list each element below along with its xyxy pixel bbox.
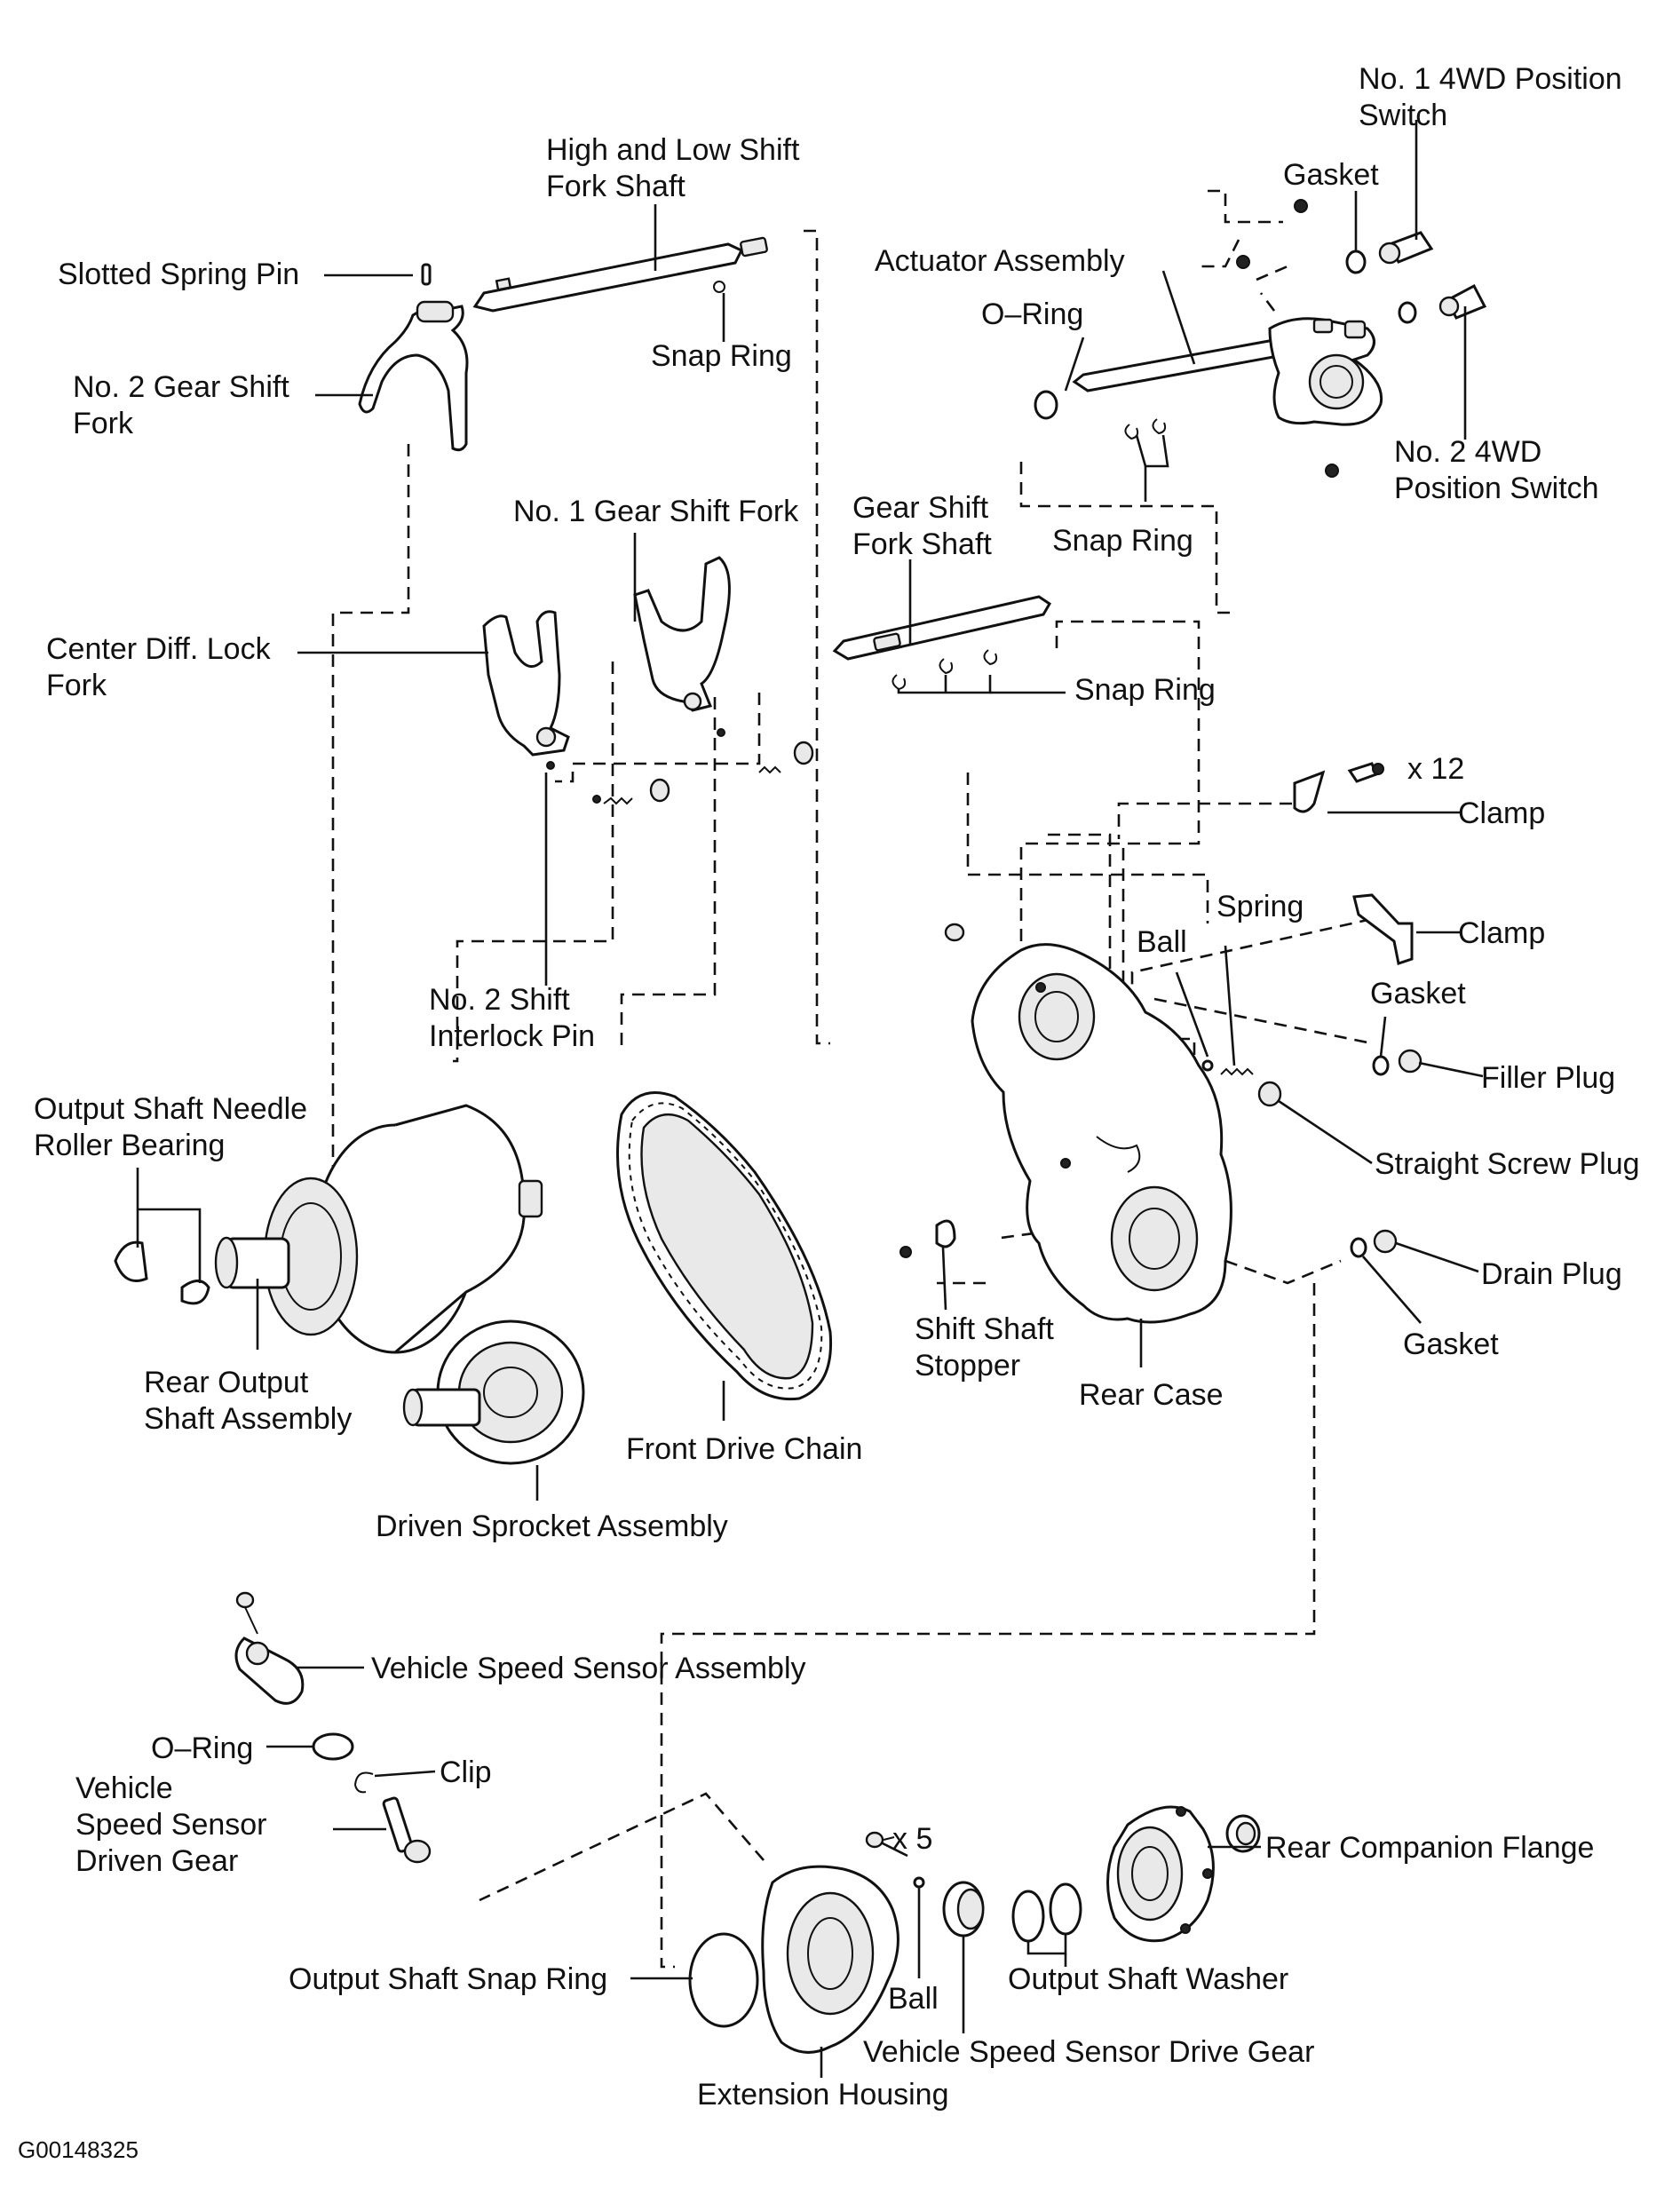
ball-extension-housing bbox=[913, 1876, 925, 1889]
label-filler-plug: Filler Plug bbox=[1481, 1061, 1615, 1095]
label-actuator: Actuator Assembly bbox=[875, 244, 1125, 278]
no2-4wd-position-switch bbox=[1398, 283, 1487, 324]
label-needle-bearing-l2: Roller Bearing bbox=[34, 1129, 225, 1162]
label-snap-ring-2: Snap Ring bbox=[1052, 524, 1193, 558]
front-drive-chain bbox=[616, 1091, 833, 1401]
label-x12: x 12 bbox=[1407, 752, 1464, 786]
o-ring-actuator bbox=[1034, 390, 1058, 420]
vss-drive-gear bbox=[942, 1881, 985, 1937]
label-clamp-1: Clamp bbox=[1458, 796, 1545, 830]
rear-output-shaft-assembly bbox=[214, 1104, 543, 1354]
label-rear-output-l2: Shaft Assembly bbox=[144, 1402, 352, 1436]
label-gasket-2: Gasket bbox=[1370, 977, 1466, 1010]
label-center-diff-l2: Fork bbox=[46, 669, 107, 702]
label-shift-stopper-l2: Stopper bbox=[915, 1349, 1020, 1383]
label-no1-4wd-switch-l2: Switch bbox=[1359, 99, 1447, 132]
label-front-chain: Front Drive Chain bbox=[626, 1432, 862, 1466]
filler-plug bbox=[1372, 1049, 1422, 1076]
bolts-actuator bbox=[1236, 199, 1339, 478]
label-vss-driven-l1: Vehicle bbox=[75, 1771, 173, 1805]
output-shaft-needle-roller-bearing bbox=[114, 1240, 210, 1305]
label-no2-interlock-l1: No. 2 Shift bbox=[429, 983, 570, 1017]
drain-plug bbox=[1350, 1229, 1398, 1258]
label-straight-screw: Straight Screw Plug bbox=[1375, 1147, 1640, 1181]
rear-companion-flange bbox=[1106, 1805, 1261, 1943]
label-high-low-shaft-l1: High and Low Shift bbox=[546, 133, 800, 167]
shift-shaft-stopper bbox=[899, 1219, 956, 1258]
ball-rear-case bbox=[1201, 1059, 1214, 1072]
label-gasket-top: Gasket bbox=[1283, 158, 1379, 192]
label-gasket-3: Gasket bbox=[1403, 1327, 1499, 1361]
label-vss-drive: Vehicle Speed Sensor Drive Gear bbox=[863, 2035, 1314, 2069]
output-shaft-snap-ring bbox=[688, 1932, 759, 2028]
no1-4wd-position-switch bbox=[1378, 231, 1434, 265]
label-snap-ring-1: Snap Ring bbox=[651, 339, 792, 373]
label-high-low-shaft-l2: Fork Shaft bbox=[546, 170, 685, 203]
bolts-extension-housing bbox=[865, 1831, 895, 1849]
label-x5: x 5 bbox=[892, 1822, 932, 1856]
label-ball-2: Ball bbox=[888, 1982, 939, 2016]
snap-rings-actuator bbox=[1124, 418, 1167, 440]
actuator-assembly bbox=[1072, 317, 1383, 426]
label-extension: Extension Housing bbox=[697, 2078, 949, 2112]
clamp-lower bbox=[1352, 893, 1414, 965]
no1-gear-shift-fork bbox=[633, 556, 731, 712]
spring-rear-case bbox=[1220, 1067, 1254, 1076]
label-no2-4wd-switch-l1: No. 2 4WD bbox=[1394, 435, 1541, 469]
label-vss-assembly: Vehicle Speed Sensor Assembly bbox=[371, 1652, 806, 1685]
label-oring-top: O–Ring bbox=[981, 297, 1083, 331]
label-drain-plug: Drain Plug bbox=[1481, 1257, 1622, 1291]
driven-sprocket-assembly bbox=[402, 1319, 585, 1465]
slotted-spring-pin bbox=[421, 263, 432, 286]
interlock-pins-springs bbox=[546, 728, 814, 805]
vss-driven-gear bbox=[382, 1796, 432, 1864]
label-no2-fork-l2: Fork bbox=[73, 407, 134, 440]
o-ring-vss bbox=[312, 1732, 354, 1761]
label-clamp-2: Clamp bbox=[1458, 916, 1545, 950]
label-no1-fork: No. 1 Gear Shift Fork bbox=[513, 495, 799, 528]
label-no2-interlock-l2: Interlock Pin bbox=[429, 1019, 595, 1053]
clip-vss bbox=[353, 1771, 374, 1794]
label-needle-bearing-l1: Output Shaft Needle bbox=[34, 1092, 307, 1126]
label-slotted-pin: Slotted Spring Pin bbox=[58, 258, 299, 291]
label-rear-flange: Rear Companion Flange bbox=[1265, 1831, 1594, 1865]
vehicle-speed-sensor-assembly bbox=[234, 1591, 305, 1705]
part-labels: No. 1 4WD Position Switch High and Low S… bbox=[18, 62, 1640, 2163]
label-clip: Clip bbox=[440, 1755, 492, 1789]
label-no1-4wd-switch-l1: No. 1 4WD Position bbox=[1359, 62, 1622, 96]
output-shaft-washers bbox=[1011, 1882, 1082, 1943]
label-spring: Spring bbox=[1216, 890, 1304, 923]
nut-rear-case bbox=[944, 923, 965, 942]
label-center-diff-l1: Center Diff. Lock bbox=[46, 632, 272, 666]
straight-screw-plug bbox=[1257, 1081, 1282, 1107]
label-oring-bottom: O–Ring bbox=[151, 1731, 253, 1765]
extension-housing bbox=[761, 1865, 899, 2054]
clamp-upper bbox=[1293, 762, 1384, 813]
label-no2-4wd-switch-l2: Position Switch bbox=[1394, 471, 1599, 505]
label-vss-driven-l2: Speed Sensor bbox=[75, 1808, 267, 1842]
label-vss-driven-l3: Driven Gear bbox=[75, 1844, 238, 1878]
assembly-dashed-lines bbox=[331, 189, 1373, 1969]
label-ball-1: Ball bbox=[1137, 925, 1187, 959]
center-diff-lock-fork bbox=[482, 610, 570, 757]
label-rear-output-l1: Rear Output bbox=[144, 1366, 309, 1399]
rear-case bbox=[971, 943, 1232, 1324]
label-snap-ring-3: Snap Ring bbox=[1074, 673, 1216, 707]
figure-code: G00148325 bbox=[18, 2136, 139, 2163]
label-rear-case: Rear Case bbox=[1079, 1378, 1224, 1412]
label-output-snap: Output Shaft Snap Ring bbox=[289, 1962, 607, 1996]
gear-shift-fork-shaft bbox=[832, 595, 1052, 661]
high-low-shift-fork-shaft bbox=[472, 236, 768, 313]
gasket-switch bbox=[1345, 250, 1367, 274]
label-output-washer: Output Shaft Washer bbox=[1008, 1962, 1288, 1996]
label-gear-shift-fork-shaft-l2: Fork Shaft bbox=[852, 527, 992, 561]
leader-lines bbox=[136, 120, 1484, 2078]
label-shift-stopper-l1: Shift Shaft bbox=[915, 1312, 1054, 1346]
label-no2-fork-l1: No. 2 Gear Shift bbox=[73, 370, 289, 404]
no2-gear-shift-fork bbox=[358, 300, 469, 452]
label-driven-sprocket: Driven Sprocket Assembly bbox=[376, 1510, 728, 1543]
label-gear-shift-fork-shaft-l1: Gear Shift bbox=[852, 491, 989, 525]
